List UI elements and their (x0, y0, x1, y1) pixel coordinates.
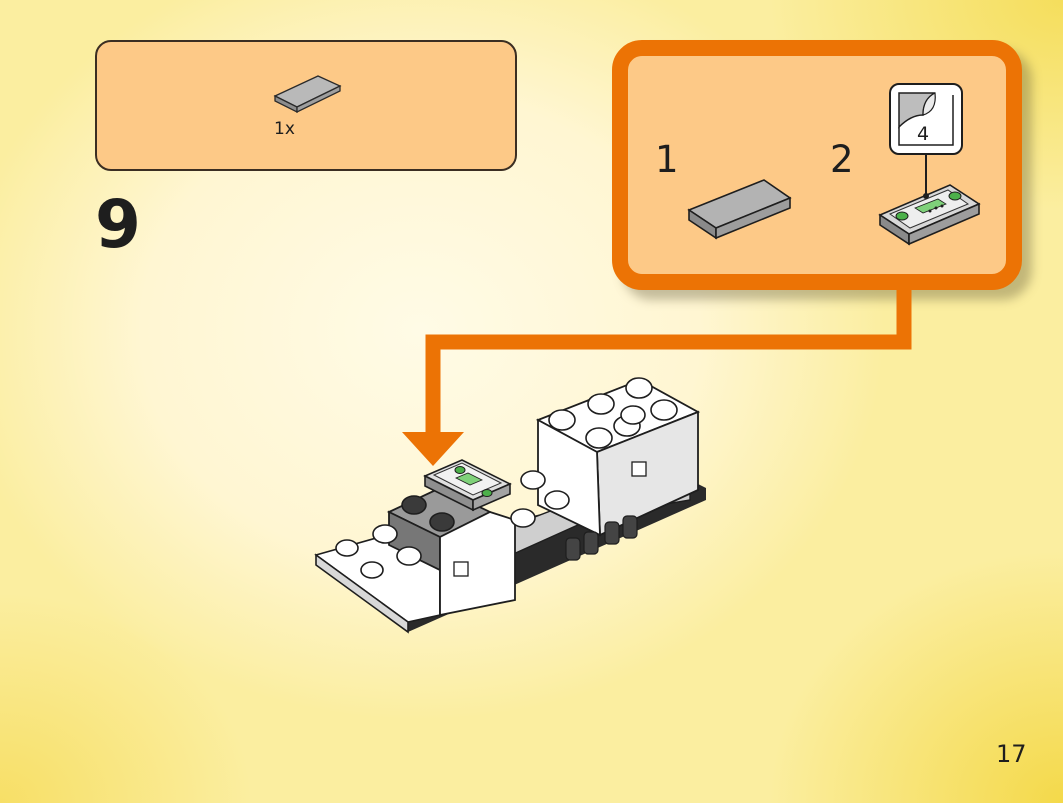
tile-with-sticker-icon (878, 184, 981, 246)
gray-flat-tile-icon (687, 179, 792, 240)
substep-2-number: 2 (830, 138, 854, 181)
sub-assembly-callout (612, 40, 1022, 290)
sticker-number: 4 (917, 123, 930, 145)
page-number: 17 (996, 740, 1027, 768)
part-quantity: 1x (274, 119, 295, 139)
peel-corner-icon (898, 92, 954, 146)
step-number: 9 (95, 186, 141, 263)
sticker-badge (889, 83, 963, 155)
substep-1-number: 1 (655, 138, 679, 181)
